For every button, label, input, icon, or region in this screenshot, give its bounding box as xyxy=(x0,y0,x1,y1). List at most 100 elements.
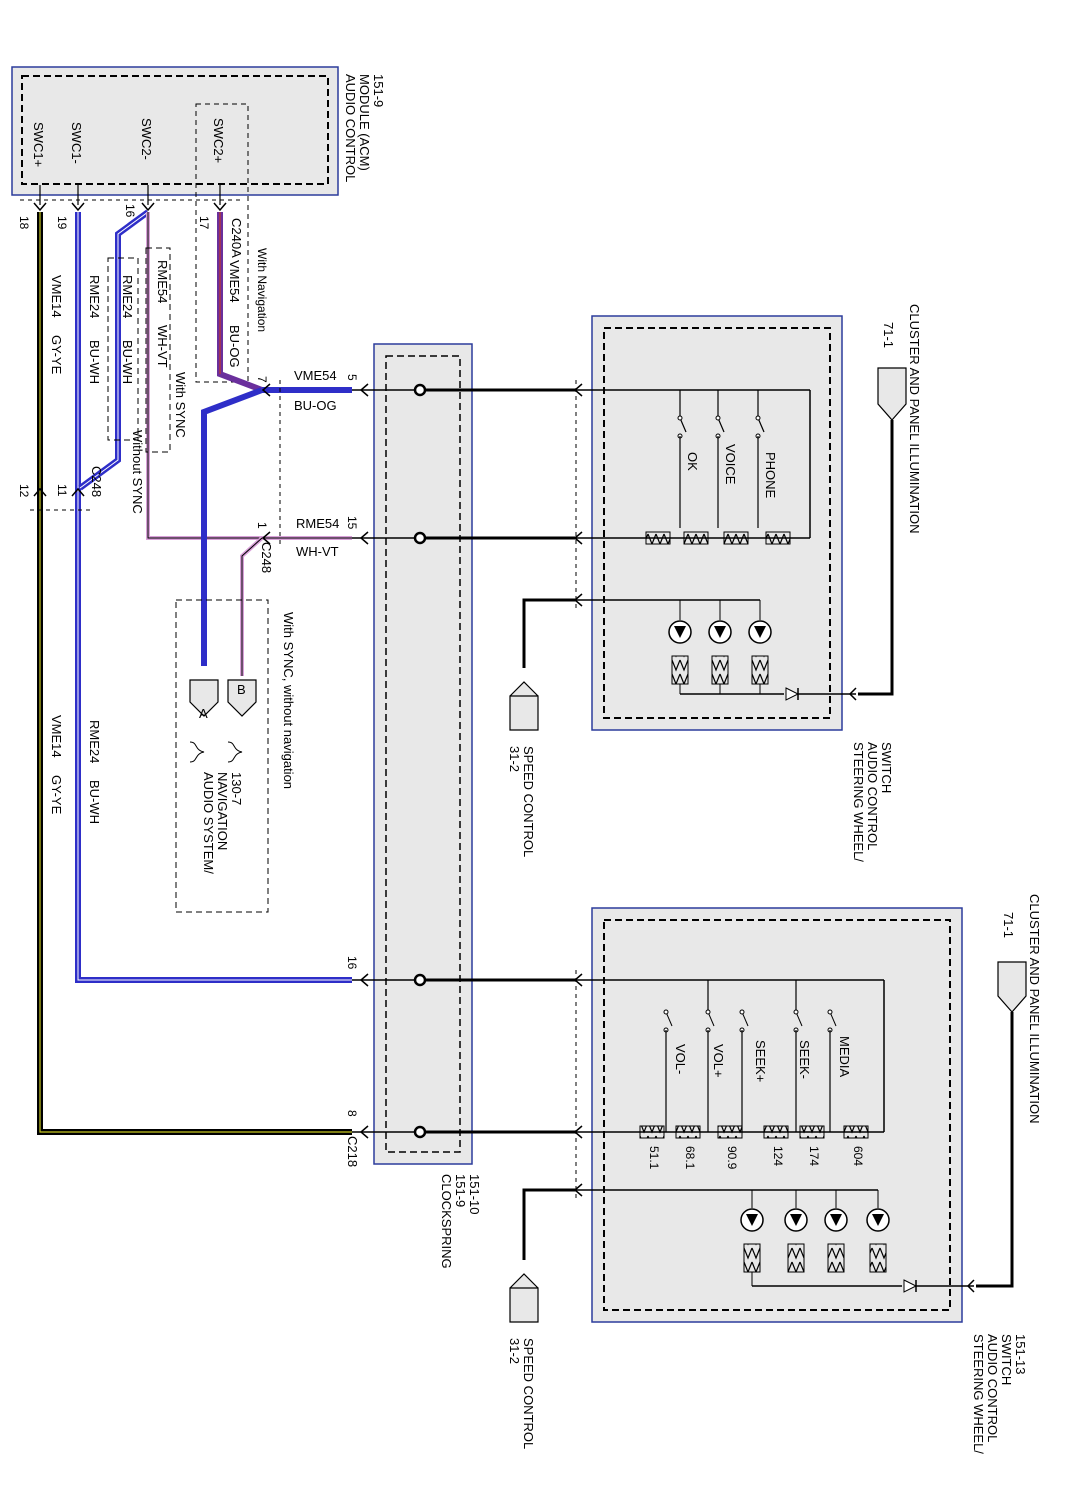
speed-control-top: SPEED CONTROL 31-2 xyxy=(507,598,576,857)
label-vme54-a: VME54 xyxy=(227,260,242,303)
pin-16: 16 xyxy=(123,204,137,218)
label-rme24-bottom: RME24 xyxy=(87,720,102,763)
nav-conn-b: B xyxy=(237,682,246,697)
resistor-label-604: 604 xyxy=(851,1146,865,1166)
wire-vme14: VME14 GY-YE VME14 GY-YE xyxy=(37,212,352,1135)
navigation-module: With SYNC, without navigation A B AUDIO … xyxy=(175,599,296,913)
switch-vol-plus xyxy=(705,980,715,1132)
acm-pin-swc1-minus: SWC1- xyxy=(69,122,84,164)
resistor-label-68-1: 68.1 xyxy=(683,1146,697,1170)
clockspring-title: CLOCKSPRING xyxy=(439,1174,454,1269)
label-whvt-a: WH-VT xyxy=(155,325,170,368)
resistor-124 xyxy=(763,1125,789,1139)
resistor-604 xyxy=(843,1125,869,1139)
button-phone-label: PHONE xyxy=(763,452,778,499)
without-sync-box xyxy=(107,257,139,441)
resistor-51-1 xyxy=(639,1125,665,1139)
pin-17: 17 xyxy=(197,216,211,230)
resistor-label-51-1: 51.1 xyxy=(647,1146,661,1170)
acm-pin-swc1-plus: SWC1+ xyxy=(31,122,46,167)
c248-label-a: C248 xyxy=(89,466,104,497)
illumination-bottom-ref: 71-1 xyxy=(1001,912,1016,938)
switch-top-line1: STEERING WHEEL/ xyxy=(851,742,866,862)
label-rme24-b: RME24 xyxy=(120,275,135,318)
wire-rme24: RME24 BU-WH RME24 BU-WH RME24 BU-WH xyxy=(75,209,352,983)
switch-seek-plus xyxy=(739,1009,749,1132)
led-b4 xyxy=(866,1190,890,1232)
illumination-bottom: CLUSTER AND PANEL ILLUMINATION 71-1 xyxy=(976,894,1042,1288)
label-rme54-b: RME54 xyxy=(296,516,339,531)
c248-label-b: C248 xyxy=(259,542,274,573)
clockspring-pin-16: 16 xyxy=(345,956,359,970)
clockspring-ref2: 151-10 xyxy=(467,1174,482,1214)
speed-control-top-label: SPEED CONTROL xyxy=(521,746,536,857)
label-buwh-b: BU-WH xyxy=(120,340,135,384)
button-vol-minus-label: VOL- xyxy=(673,1044,688,1074)
button-seek-plus-label: SEEK+ xyxy=(753,1040,768,1082)
label-vme14-top: VME14 xyxy=(49,275,64,318)
audio-control-module: AUDIO CONTROL MODULE (ACM) 151-9 SWC1+ S… xyxy=(11,66,386,383)
connector-c218: C218 xyxy=(345,1136,360,1167)
switch-bottom-line2: AUDIO CONTROL xyxy=(985,1334,1000,1442)
c248-pin-7: 7 xyxy=(255,376,269,383)
label-buog-a: BU-OG xyxy=(227,325,242,368)
acm-connector: 18 19 16 17 C240A xyxy=(17,185,244,258)
button-voice-label: VOICE xyxy=(723,444,738,485)
switch-vol-minus xyxy=(663,1009,673,1132)
led-2 xyxy=(708,600,732,644)
label-without-sync: Without SYNC xyxy=(130,430,145,514)
label-gyye-top: GY-YE xyxy=(49,335,64,375)
label-with-navigation: With Navigation xyxy=(255,248,269,332)
label-buwh-a: BU-WH xyxy=(87,340,102,384)
connector-c248: 12 11 7 1 C248 C248 xyxy=(17,376,281,573)
label-with-sync-without-nav: With SYNC, without navigation xyxy=(281,612,296,789)
nav-line1: AUDIO SYSTEM/ xyxy=(201,772,216,874)
button-media-label: MEDIA xyxy=(837,1036,852,1078)
label-rme24-a: RME24 xyxy=(87,275,102,318)
speed-control-bottom-ref: 31-2 xyxy=(507,1338,522,1364)
switch-bottom-line1: STEERING WHEEL/ xyxy=(971,1334,986,1454)
nav-ref: 130-7 xyxy=(229,772,244,805)
illumination-bottom-label: CLUSTER AND PANEL ILLUMINATION xyxy=(1027,894,1042,1123)
pin-18: 18 xyxy=(17,216,31,230)
resistor-label-90-9: 90.9 xyxy=(725,1146,739,1170)
c248-pin-11: 11 xyxy=(55,484,69,497)
led-1 xyxy=(668,600,692,644)
label-rme54-a: RME54 xyxy=(155,260,170,303)
c248-pin-12: 12 xyxy=(17,484,31,498)
switch-bottom-ref: 151-13 xyxy=(1013,1334,1028,1374)
resistor-68-1 xyxy=(675,1125,701,1139)
led-b3 xyxy=(824,1190,848,1232)
with-sync-box xyxy=(145,247,171,453)
label-buog-b: BU-OG xyxy=(294,398,337,413)
connector-c240a: C240A xyxy=(229,218,244,258)
label-vme54-b: VME54 xyxy=(294,368,337,383)
illumination-top: CLUSTER AND PANEL ILLUMINATION 71-1 xyxy=(858,304,922,696)
resistor-label-174: 174 xyxy=(807,1146,821,1166)
switch-top-line3: SWITCH xyxy=(879,742,894,793)
acm-pin-swc2-minus: SWC2- xyxy=(139,118,154,160)
clockspring-pin-5: 5 xyxy=(345,374,359,381)
clockspring-ref1: 151-9 xyxy=(453,1174,468,1207)
steering-switch-top: OK VOICE PHONE STEERING WHEEL/ AUDIO CON… xyxy=(573,315,894,862)
led-3 xyxy=(748,600,772,644)
pin-19: 19 xyxy=(55,216,69,230)
acm-title-line2: MODULE (ACM) xyxy=(357,74,372,171)
c248-pin-1: 1 xyxy=(255,522,269,529)
label-with-sync: With SYNC xyxy=(173,372,188,438)
clockspring-pin-8: 8 xyxy=(345,1110,359,1117)
illumination-top-label: CLUSTER AND PANEL ILLUMINATION xyxy=(907,304,922,533)
wire-vme54: VME54 BU-OG VME54 BU-OG xyxy=(201,212,352,666)
speed-control-bottom-label: SPEED CONTROL xyxy=(521,1338,536,1449)
clockspring: 5 15 16 8 C218 CLOCKSPRING 151-9 151-10 xyxy=(345,343,576,1269)
resistor-label-124: 124 xyxy=(771,1146,785,1166)
acm-title-line1: AUDIO CONTROL xyxy=(343,74,358,182)
label-whvt-b: WH-VT xyxy=(296,544,339,559)
led-b2 xyxy=(784,1190,808,1232)
button-vol-plus-label: VOL+ xyxy=(711,1044,726,1078)
wire-rme54: RME54 WH-VT RME54 WH-VT xyxy=(146,212,352,676)
speed-control-top-ref: 31-2 xyxy=(507,746,522,772)
steering-switch-bottom: VOL- VOL+ SEEK+ SEEK- MEDIA 51.1 68.1 90… xyxy=(573,907,1028,1454)
nav-conn-a: A xyxy=(199,706,208,721)
